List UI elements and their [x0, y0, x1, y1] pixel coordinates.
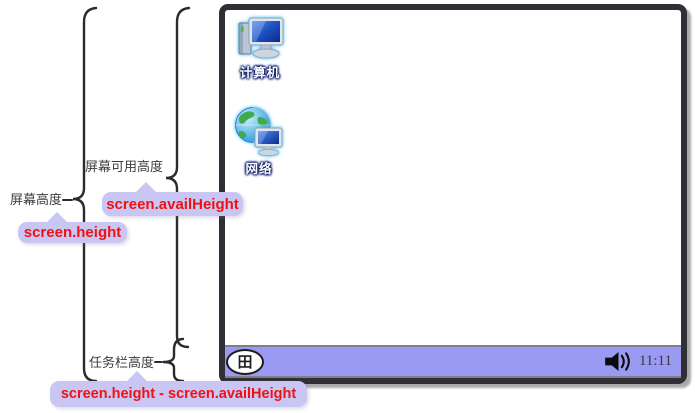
screen-height-brace	[72, 6, 98, 383]
tooltip-avail-height-text: screen.availHeight	[106, 195, 239, 213]
tooltip-avail-height: screen.availHeight	[102, 182, 243, 216]
avail-height-brace	[165, 6, 191, 349]
tooltip-height-diff-text: screen.height - screen.availHeight	[60, 386, 297, 402]
desktop-mockup: 计算机	[219, 4, 687, 384]
tooltip-arrow-up	[46, 212, 68, 223]
computer-icon-label: 计算机	[239, 66, 281, 80]
tooltip-screen-height: screen.height	[18, 212, 127, 243]
network-icon-label: 网络	[245, 162, 273, 176]
taskbar-clock[interactable]: 11:11	[638, 353, 672, 369]
tooltip-screen-height-text: screen.height	[23, 224, 122, 241]
taskbar: 田 11:11	[225, 345, 681, 378]
start-button-glyph: 田	[237, 353, 253, 371]
system-tray: 11:11	[604, 347, 672, 376]
computer-icon	[238, 17, 284, 59]
tooltip-height-diff: screen.height - screen.availHeight	[50, 371, 307, 407]
tooltip-arrow-up	[135, 182, 157, 193]
speaker-icon[interactable]	[604, 351, 633, 372]
label-taskbar-height: 任务栏高度	[89, 355, 155, 370]
label-avail-height: 屏幕可用高度	[85, 159, 164, 174]
start-button[interactable]: 田	[226, 349, 264, 375]
desktop-icon-network[interactable]: 网络	[232, 105, 286, 177]
network-icon	[235, 107, 283, 157]
label-screen-height: 屏幕高度	[10, 192, 63, 207]
desktop-icon-computer[interactable]: 计算机	[233, 15, 287, 81]
tooltip-arrow-up	[126, 371, 148, 382]
